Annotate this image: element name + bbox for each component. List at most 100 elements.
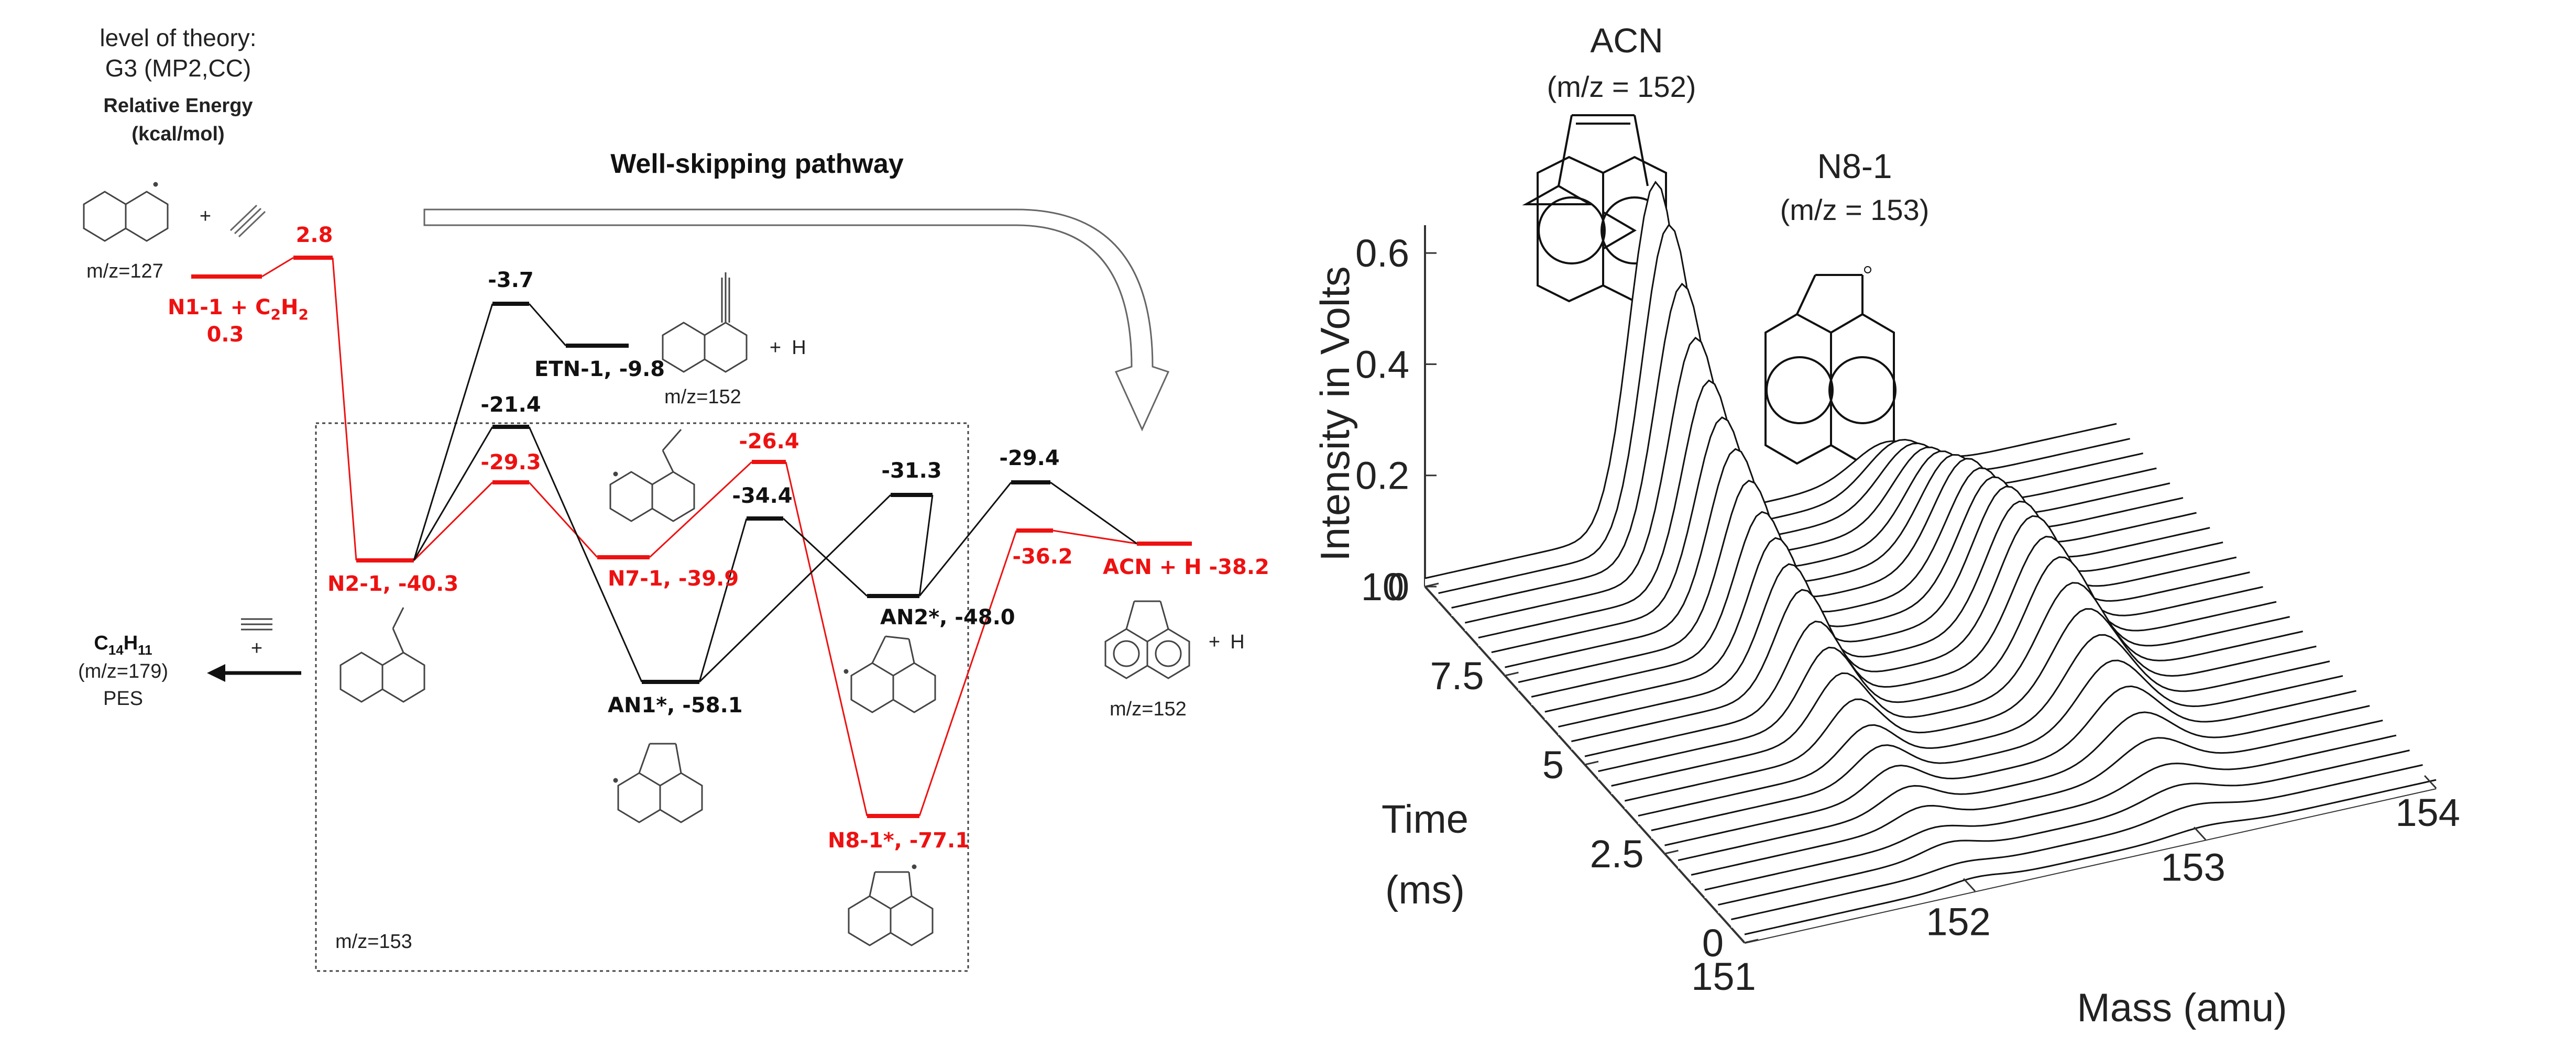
label-ts-34.4: -34.4 xyxy=(732,484,792,508)
label-n1: N1-1 + C2H2 xyxy=(168,295,309,323)
m153-region-box xyxy=(315,422,969,972)
mass-tick-154 xyxy=(2424,775,2437,789)
trace-fill-24 xyxy=(1425,182,2117,587)
time-tick-label-10: 10 xyxy=(1361,565,1404,609)
trace-t-23 xyxy=(1438,223,2130,594)
label-etn-mz: m/z=152 xyxy=(664,386,741,408)
trace-t-20 xyxy=(1478,379,2171,639)
etn-plus: + xyxy=(770,337,781,359)
trace-t-1 xyxy=(1731,764,2423,920)
mass-tick-label-152: 152 xyxy=(1926,900,1990,944)
trace-t-0 xyxy=(1744,779,2437,935)
trace-fill-18 xyxy=(1505,449,2197,676)
label-n1-energy: 0.3 xyxy=(207,323,244,347)
time-tick-label-2.5: 2.5 xyxy=(1590,832,1644,876)
label-acn-mz: m/z=152 xyxy=(1110,698,1187,720)
time-tick-0 xyxy=(1744,939,1759,944)
trace-t-3 xyxy=(1704,734,2397,891)
label-ts-29.4: -29.4 xyxy=(999,446,1059,470)
time-tick-2.5 xyxy=(1664,850,1679,855)
an1-molecule xyxy=(613,743,703,823)
mass-axis-title: Mass (amu) xyxy=(2077,986,2287,1030)
label-ts-21.4: -21.4 xyxy=(480,393,541,417)
label-ts-2.8: 2.8 xyxy=(296,223,333,247)
time-tick-label-7.5: 7.5 xyxy=(1430,654,1484,698)
trace-t-8 xyxy=(1638,634,2330,817)
trace-t-5 xyxy=(1678,705,2370,862)
trace-fill-8 xyxy=(1638,635,2330,824)
trace-t-4 xyxy=(1691,720,2383,876)
etn-h-radical: H xyxy=(792,337,806,359)
time-tick-label-0: 0 xyxy=(1702,921,1724,965)
trace-t-6 xyxy=(1664,685,2356,846)
acn-peak-mz: (m/z = 152) xyxy=(1547,70,1696,103)
label-n7: N7-1, -39.9 xyxy=(608,567,739,591)
mass-tick-label-154: 154 xyxy=(2395,791,2460,834)
n8-peak-label: N8-1 xyxy=(1817,147,1892,185)
waterfall-traces xyxy=(1424,181,2437,943)
trace-t-16 xyxy=(1531,476,2223,698)
theory-label-2: G3 (MP2,CC) xyxy=(105,54,251,82)
acn-molecule-small xyxy=(1104,600,1190,679)
n1-plus: + xyxy=(200,205,211,227)
z-tick-label-0: 0 xyxy=(1388,565,1409,609)
label-an2: AN2*, -48.0 xyxy=(880,605,1015,630)
trace-fill-5 xyxy=(1678,705,2370,869)
time-tick-7.5 xyxy=(1505,671,1519,677)
mass-tick-151 xyxy=(1732,929,1746,944)
trace-fill-17 xyxy=(1518,468,2210,691)
label-n2: N2-1, -40.3 xyxy=(327,572,458,596)
trace-t-12 xyxy=(1584,535,2277,757)
acetylene-icon xyxy=(241,618,272,631)
label-etn-top: -3.7 xyxy=(488,268,533,292)
trace-t-13 xyxy=(1571,515,2263,742)
trace-t-17 xyxy=(1518,467,2210,683)
trace-t-15 xyxy=(1544,486,2237,713)
naphthyl-molecule-n1 xyxy=(83,182,169,242)
acn-plus: + xyxy=(1209,631,1220,653)
z-tick-label-0.6: 0.6 xyxy=(1355,231,1409,275)
label-ts-26.4: -26.4 xyxy=(739,429,799,454)
trace-t-18 xyxy=(1505,448,2197,668)
label-n8: N8-1*, -77.1 xyxy=(828,829,970,853)
vinyl-naphthyl-molecule-n2 xyxy=(339,607,425,703)
z-axis-title: Intensity in Volts xyxy=(1312,266,1358,561)
trace-fill-4 xyxy=(1691,720,2383,884)
trace-fill-12 xyxy=(1585,536,2276,765)
trace-fill-19 xyxy=(1491,417,2183,661)
time-tick-5 xyxy=(1584,760,1599,766)
label-etn: ETN-1, -9.8 xyxy=(534,357,665,381)
acetylene-molecule-n1 xyxy=(229,204,266,238)
trace-t-11 xyxy=(1598,556,2290,773)
n8-molecule-large xyxy=(1764,266,1897,465)
box-mz-label: m/z=153 xyxy=(335,931,412,953)
trace-t-7 xyxy=(1651,659,2343,831)
mass-tick-152 xyxy=(1963,878,1976,892)
label-ts-36.2: -36.2 xyxy=(1012,545,1072,569)
trace-fill-10 xyxy=(1611,582,2303,795)
trace-fill-2 xyxy=(1718,750,2410,913)
an2-molecule xyxy=(843,635,936,713)
mass-tick-label-151: 151 xyxy=(1691,955,1756,998)
theory-label-1: level of theory: xyxy=(100,24,256,51)
vinyl-naphthyl-molecule-n7 xyxy=(609,429,695,522)
acn-peak-label: ACN xyxy=(1590,21,1663,60)
time-axis-title-unit: (ms) xyxy=(1385,868,1465,912)
trace-t-2 xyxy=(1718,749,2410,906)
pes-diagram: level of theory: G3 (MP2,CC) Relative En… xyxy=(78,24,1269,972)
trace-fill-9 xyxy=(1625,609,2317,809)
trace-fill-3 xyxy=(1704,735,2396,898)
ethynyl-naphthalene-molecule xyxy=(662,272,748,373)
black-path-connectors xyxy=(413,303,1137,683)
trace-fill-16 xyxy=(1531,477,2223,705)
n8-molecule xyxy=(848,864,934,946)
label-n1-mz: m/z=127 xyxy=(86,260,163,282)
trace-t-21 xyxy=(1464,336,2157,624)
energy-label-2: (kcal/mol) xyxy=(131,123,224,145)
trace-fill-0 xyxy=(1745,780,2436,943)
c14h11-arrow-head xyxy=(207,664,225,682)
z-tick-label-0.2: 0.2 xyxy=(1355,454,1409,498)
label-ts-29.3: -29.3 xyxy=(480,450,541,475)
